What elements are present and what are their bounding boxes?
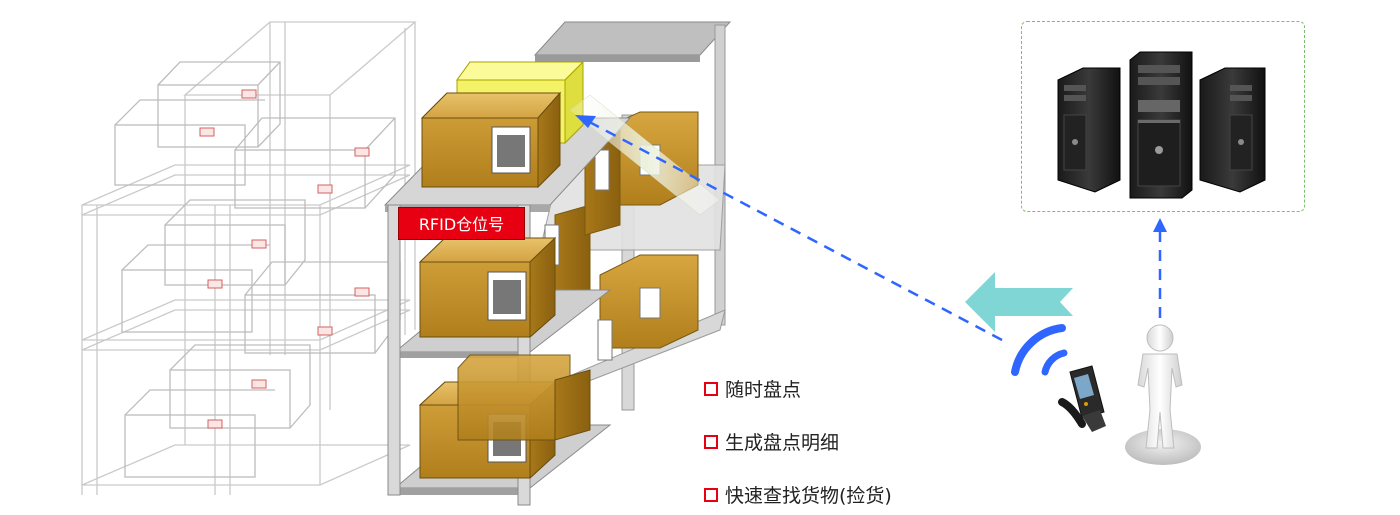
signal-to-shelf-line xyxy=(579,115,1003,342)
rfid-reader-handheld xyxy=(1058,365,1106,432)
feature-item-inventory-anytime: 随时盘点 xyxy=(704,375,801,402)
person-icon xyxy=(1125,324,1201,465)
signal-arrowhead-left xyxy=(575,115,596,128)
box-back-mid xyxy=(599,254,699,349)
rfid-beam xyxy=(569,94,721,216)
feature-item-generate-details: 生成盘点明细 xyxy=(704,428,839,455)
server-tower-icon xyxy=(1057,51,1266,199)
warehouse-shelf xyxy=(383,21,732,506)
bullet-square-icon xyxy=(704,434,718,449)
wifi-signal-icon xyxy=(1011,324,1068,376)
bullet-square-icon xyxy=(704,487,718,502)
wireframe-shelf xyxy=(81,21,417,495)
rfid-location-label: RFID仓位号 xyxy=(398,207,525,240)
server-panel xyxy=(1021,21,1305,212)
feature-item-quick-find: 快速查找货物(捡货) xyxy=(704,481,892,508)
box-bottom-back xyxy=(457,354,571,441)
box-top-front xyxy=(420,91,562,189)
signal-arrowhead-up xyxy=(1153,218,1167,232)
box-middle-front xyxy=(418,236,557,339)
feature-text: 生成盘点明细 xyxy=(725,432,840,454)
direction-arrow-icon xyxy=(965,272,1073,332)
bullet-square-icon xyxy=(704,381,718,396)
feature-text: 快速查找货物(捡货) xyxy=(725,485,892,507)
feature-text: 随时盘点 xyxy=(725,379,802,401)
